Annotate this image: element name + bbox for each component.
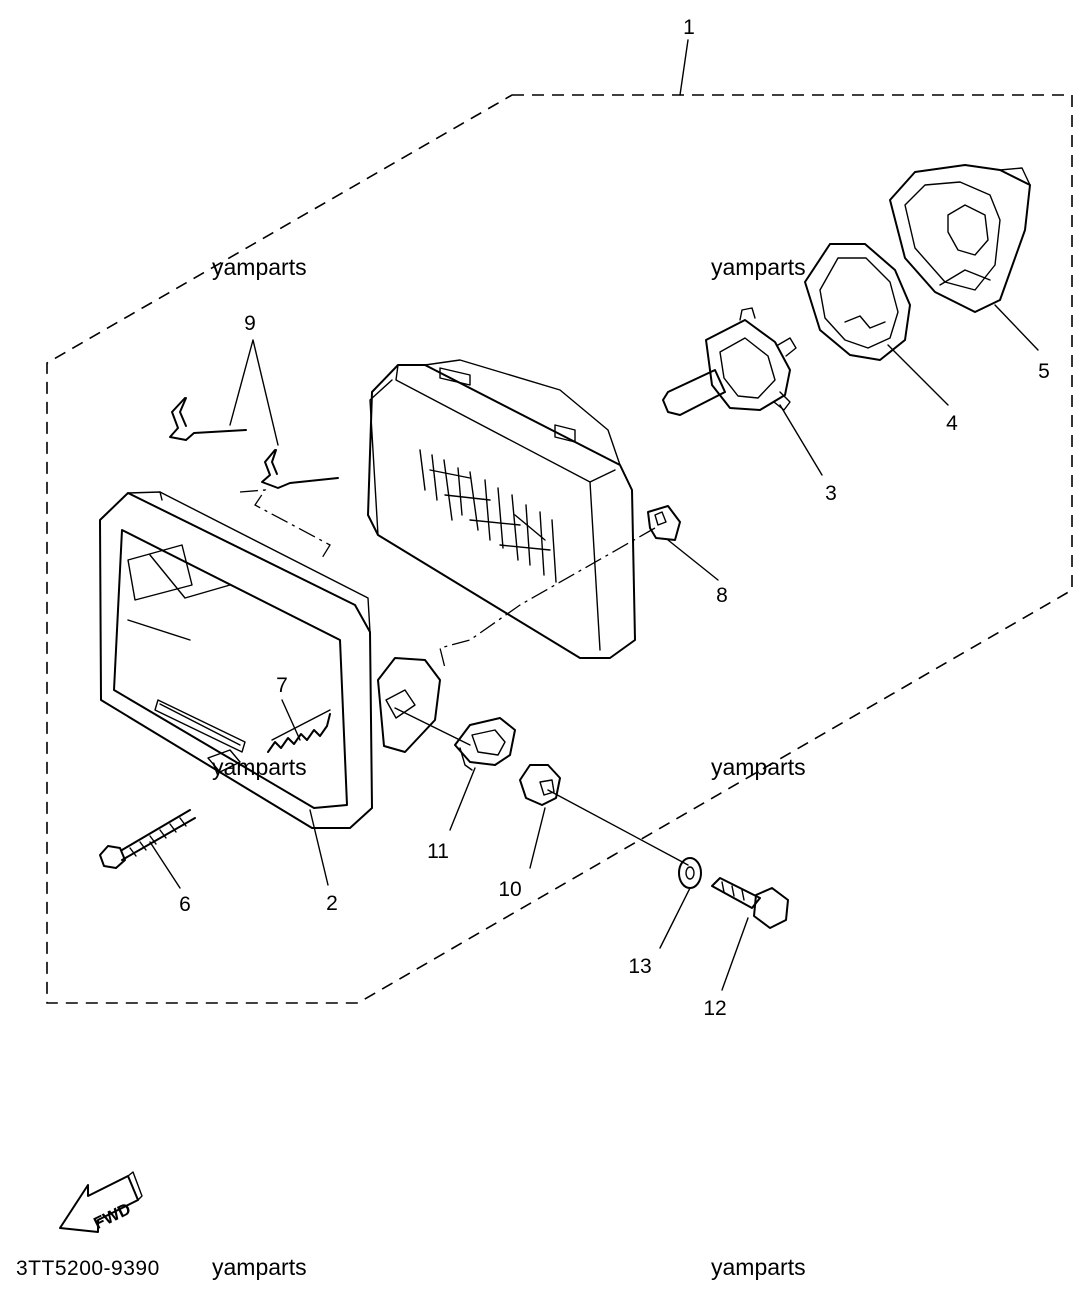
callout-13: 13	[628, 955, 651, 978]
retaining-ring	[804, 243, 911, 361]
bulb-cover	[889, 164, 1031, 313]
watermark: yamparts	[711, 1254, 806, 1280]
diagram-code: 3TT5200-9390	[16, 1257, 160, 1280]
leader-lines	[149, 39, 1039, 991]
assembly-boundary	[46, 94, 1073, 1004]
headlight-unit	[367, 359, 681, 659]
callout-9: 9	[244, 312, 256, 335]
adjust-screw	[99, 809, 196, 869]
callout-3: 3	[825, 482, 837, 505]
callout-6: 6	[179, 893, 191, 916]
assembly-line-grommet	[394, 707, 471, 746]
callout-4: 4	[946, 412, 958, 435]
headlight-rim	[99, 491, 441, 829]
assembly-line-bolt	[547, 789, 689, 866]
assembly-line-socket	[439, 527, 656, 669]
callout-12: 12	[703, 997, 726, 1020]
callout-10: 10	[498, 878, 521, 901]
callout-7: 7	[276, 674, 288, 697]
watermark: yamparts	[212, 754, 307, 780]
part-8-socket	[647, 505, 681, 541]
callout-11: 11	[427, 840, 449, 863]
assembly-line-clips	[239, 489, 331, 559]
collar	[519, 764, 561, 806]
headlight-bulb	[662, 307, 797, 416]
callout-8: 8	[716, 584, 728, 607]
bolt	[711, 877, 789, 929]
watermark: yamparts	[212, 1254, 307, 1280]
fwd-label: FWD	[91, 1199, 134, 1233]
callout-5: 5	[1038, 360, 1050, 383]
forward-arrow-icon: FWD	[59, 1171, 143, 1233]
callout-2: 2	[326, 892, 338, 915]
grommet	[454, 717, 516, 771]
adjust-spring	[267, 709, 331, 753]
watermark: yamparts	[711, 754, 806, 780]
watermark: yamparts	[212, 254, 307, 280]
callout-1: 1	[683, 16, 695, 39]
spring-clips	[169, 397, 339, 489]
watermark: yamparts	[711, 254, 806, 280]
